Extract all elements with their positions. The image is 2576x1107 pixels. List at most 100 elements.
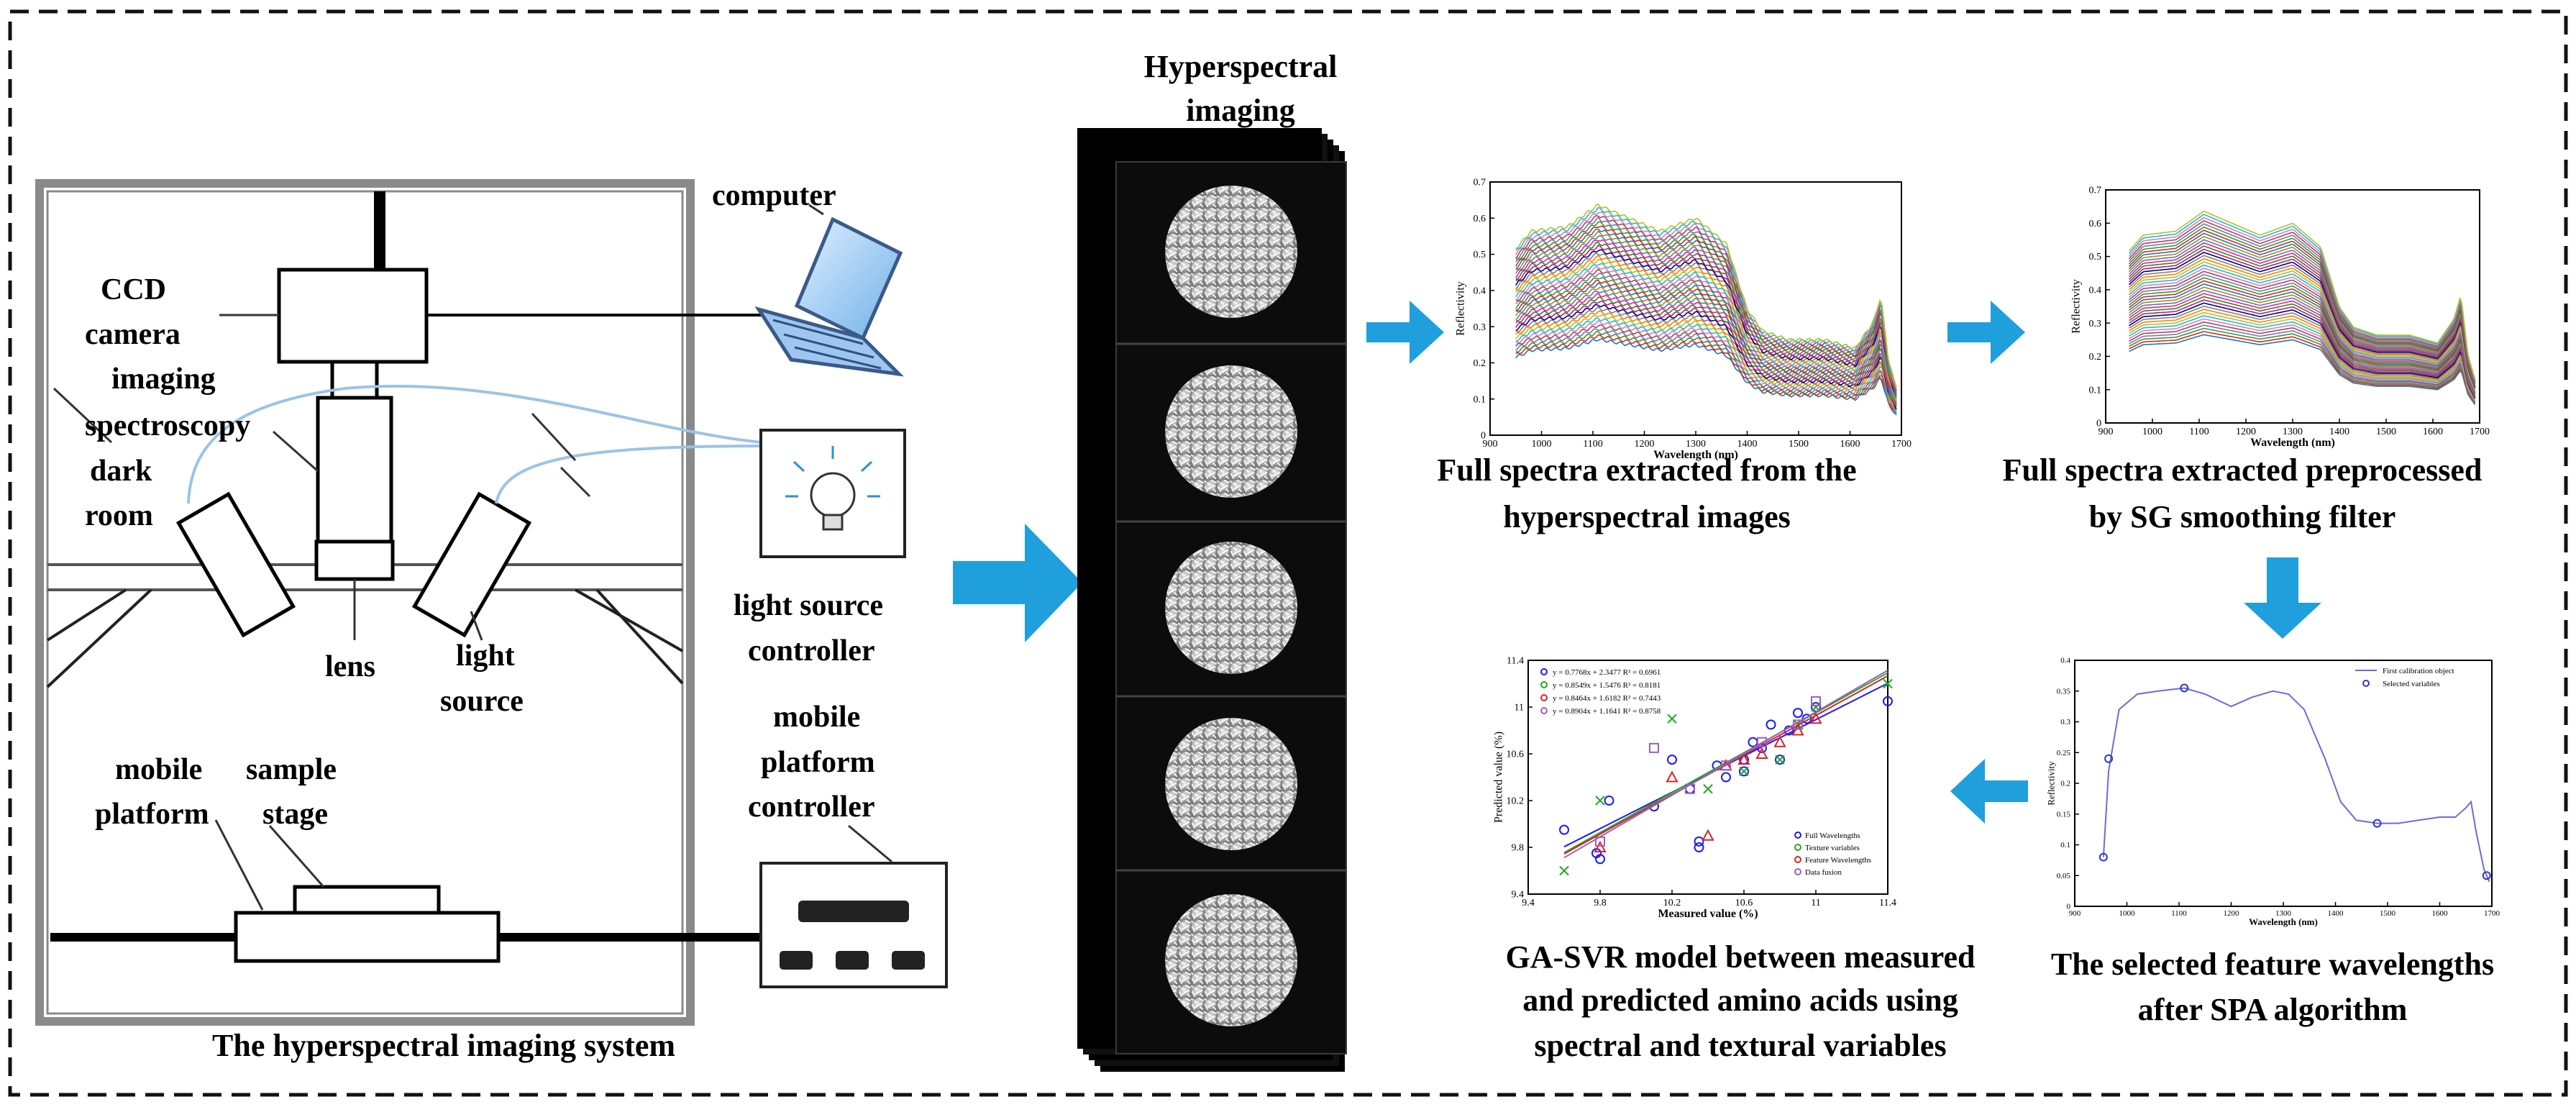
spectrum-curve	[2128, 242, 2476, 386]
model-caption-1: GA-SVR model between measured	[1505, 939, 1975, 975]
data-point	[1791, 724, 1804, 736]
label-ccd: CCD	[101, 273, 166, 306]
spectrum-curve	[2128, 219, 2476, 381]
data-point	[1793, 708, 1803, 719]
controller-button	[780, 951, 813, 970]
y-tick-label: 0.7	[1474, 178, 1486, 188]
label-stage: stage	[262, 798, 328, 831]
data-point	[1739, 766, 1749, 777]
spectrum-curve	[1515, 241, 1897, 397]
selected-variable-marker	[2482, 871, 2491, 880]
model-caption-3: spectral and textural variables	[1534, 1028, 1946, 1063]
selected-variable-marker	[2098, 852, 2108, 862]
lens	[314, 539, 395, 581]
fiber-cable	[495, 445, 763, 504]
regression-line	[1563, 672, 1888, 854]
legend-marker	[1794, 844, 1801, 851]
spa-caption-1: The selected feature wavelengths	[2051, 947, 2494, 982]
raw-caption-1: Full spectra extracted from the	[1437, 452, 1856, 488]
x-tick-label: 1200	[2224, 909, 2240, 918]
legend-marker	[1794, 868, 1801, 875]
spectrum-curve	[2129, 324, 2476, 404]
selected-variable-marker	[2372, 819, 2382, 828]
leader-line	[52, 387, 113, 444]
sample-image	[1165, 894, 1297, 1026]
label-spectroscopy: spectroscopy	[85, 409, 250, 442]
spectrum-curve	[2129, 286, 2476, 396]
x-tick-label: 1400	[2328, 909, 2344, 918]
y-tick-label: 10.2	[1507, 796, 1525, 807]
label-imaging: imaging	[111, 363, 216, 396]
data-point	[1739, 766, 1749, 777]
x-axis-label: Wavelength (nm)	[2249, 916, 2318, 927]
leader-line	[848, 824, 892, 863]
label-computer: computer	[712, 179, 836, 212]
data-point	[1702, 829, 1714, 841]
data-point	[1559, 824, 1569, 835]
spectrum-curve	[1515, 279, 1897, 405]
label-room: room	[85, 499, 153, 532]
y-tick-label: 0.2	[1474, 358, 1486, 369]
spectrum-curve	[2129, 311, 2476, 401]
spectrum-curve	[2128, 245, 2476, 387]
x-tick-label: 1500	[2376, 427, 2396, 437]
x-tick-label: 10.2	[1663, 898, 1681, 908]
spectrum-curve	[1515, 217, 1897, 392]
y-tick-label: 0.3	[1474, 322, 1486, 333]
model-caption-2: and predicted amino acids using	[1522, 983, 1958, 1018]
equation-marker	[1540, 668, 1548, 675]
legend-label: Full Wavelengths	[1805, 832, 1860, 840]
y-tick-label: 0.4	[2089, 286, 2102, 296]
imaging-system: CCD camera imaging spectroscopy dark roo…	[35, 179, 948, 1063]
spectrum-curve	[2128, 264, 2476, 391]
x-tick-label: 1600	[2432, 909, 2449, 918]
y-tick-label: 0.5	[2089, 252, 2102, 263]
y-tick-label: 0.1	[2060, 841, 2070, 849]
light-source-right	[411, 491, 532, 638]
y-tick-label: 9.8	[1512, 843, 1525, 854]
data-point	[1773, 735, 1786, 747]
y-tick-label: 0.05	[2057, 872, 2071, 880]
sample-image	[1165, 542, 1297, 674]
legend-marker	[2362, 680, 2370, 687]
y-tick-label: 11.4	[1507, 656, 1524, 667]
spectrum-curve	[1515, 306, 1897, 410]
label-source: source	[440, 685, 524, 718]
x-tick-label: 1500	[1789, 439, 1809, 450]
leader-line	[273, 430, 319, 473]
y-tick-label: 0.6	[2089, 219, 2102, 229]
spectrum-curve	[2129, 283, 2476, 395]
dark-room-inner	[46, 190, 684, 1015]
data-point	[1595, 836, 1605, 847]
data-point	[1793, 719, 1803, 730]
sample-image	[1165, 186, 1297, 318]
x-tick-label: 1700	[2484, 909, 2500, 918]
equation-marker	[1540, 694, 1548, 701]
y-tick-label: 0	[2067, 903, 2071, 911]
label-lsc-2: controller	[748, 634, 875, 668]
spectrum-curve	[1515, 254, 1897, 400]
spectrum-curve	[1515, 214, 1897, 391]
x-tick-label: 11.4	[1879, 898, 1896, 908]
x-axis-label: Wavelength (nm)	[1653, 449, 1738, 461]
brace	[46, 588, 127, 642]
spectrum-curve	[2128, 210, 2476, 380]
spectrum-curve	[2128, 268, 2476, 391]
sg-caption-1: Full spectra extracted preprocessed	[2003, 452, 2483, 488]
data-point	[1757, 737, 1767, 747]
spectrum-curve	[1515, 282, 1897, 404]
spectrum-curve	[2129, 315, 2476, 401]
y-tick-label: 0.2	[2089, 352, 2102, 363]
spectrum-curve	[2129, 327, 2476, 404]
data-point	[1594, 840, 1607, 852]
legend-marker	[1794, 832, 1801, 839]
spectrum-curve	[2128, 258, 2476, 389]
controller-button	[836, 951, 869, 970]
regression-equation: y = 0.8549x + 1.5476 R² = 0.8181	[1553, 681, 1661, 690]
equation-marker	[1540, 707, 1548, 714]
spa-curve	[2102, 687, 2490, 883]
x-tick-label: 1100	[2189, 427, 2209, 437]
spectrum-curve	[2128, 217, 2476, 381]
spectrum-curve	[1515, 328, 1897, 414]
